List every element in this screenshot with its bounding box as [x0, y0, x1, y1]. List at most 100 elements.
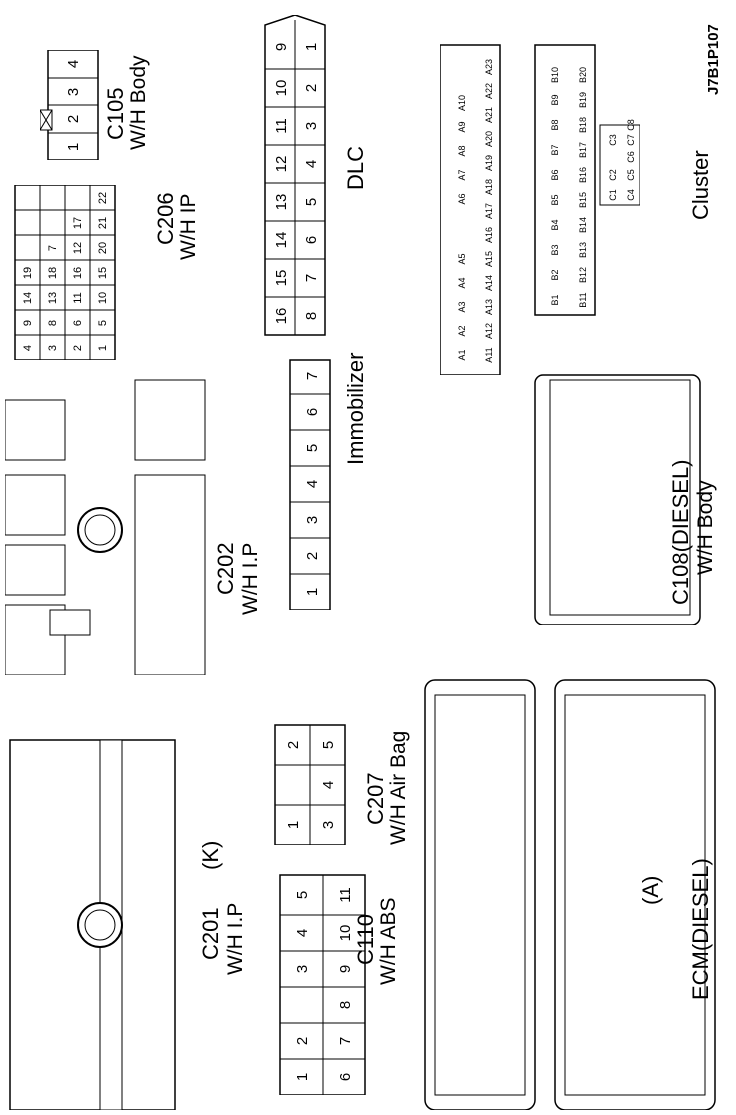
svg-text:13: 13 — [273, 194, 290, 211]
svg-text:A12: A12 — [484, 323, 494, 339]
immobilizer-name: Immobilizer — [343, 352, 368, 465]
svg-text:B10: B10 — [550, 67, 560, 83]
c207-harness: W/H Air Bag — [387, 730, 410, 845]
svg-text:8: 8 — [47, 320, 59, 326]
svg-text:C6: C6 — [626, 151, 636, 163]
c202-harness: W/H I.P — [239, 542, 262, 615]
cluster-name: Cluster — [688, 150, 713, 220]
svg-text:6: 6 — [303, 236, 320, 244]
svg-text:B2: B2 — [550, 269, 560, 280]
svg-text:1: 1 — [304, 588, 321, 596]
svg-text:4: 4 — [22, 345, 34, 351]
svg-text:A6: A6 — [457, 193, 467, 204]
svg-text:B15: B15 — [578, 192, 588, 208]
svg-text:2: 2 — [285, 741, 302, 749]
svg-text:B6: B6 — [550, 169, 560, 180]
svg-text:2: 2 — [304, 552, 321, 560]
svg-text:6: 6 — [72, 320, 84, 326]
svg-text:B3: B3 — [550, 244, 560, 255]
svg-text:1: 1 — [65, 143, 82, 151]
c207-name: C207 — [363, 772, 388, 825]
svg-text:1: 1 — [294, 1073, 311, 1081]
svg-text:2: 2 — [303, 84, 320, 92]
svg-text:15: 15 — [97, 267, 109, 279]
svg-text:7: 7 — [337, 1037, 354, 1045]
svg-text:B1: B1 — [550, 294, 560, 305]
svg-text:B20: B20 — [578, 67, 588, 83]
svg-text:2: 2 — [294, 1037, 311, 1045]
figure-ref: J7B1P107 — [705, 24, 722, 95]
svg-text:C8: C8 — [626, 119, 636, 131]
svg-text:7: 7 — [47, 245, 59, 251]
svg-text:15: 15 — [273, 270, 290, 287]
svg-text:1: 1 — [285, 821, 302, 829]
svg-text:16: 16 — [72, 267, 84, 279]
svg-text:A8: A8 — [457, 145, 467, 156]
svg-text:12: 12 — [72, 242, 84, 254]
ecm-a-label: (A) — [638, 875, 663, 905]
svg-text:11: 11 — [273, 118, 290, 134]
svg-text:18: 18 — [47, 267, 59, 279]
svg-text:11: 11 — [72, 292, 84, 303]
svg-text:9: 9 — [273, 43, 290, 51]
svg-text:B18: B18 — [578, 117, 588, 133]
svg-text:B16: B16 — [578, 167, 588, 183]
svg-text:5: 5 — [97, 320, 109, 326]
svg-text:6: 6 — [337, 1073, 354, 1081]
svg-text:A23: A23 — [484, 59, 494, 75]
svg-text:4: 4 — [294, 929, 311, 937]
c201-name: C201 — [198, 907, 223, 960]
svg-text:A19: A19 — [484, 155, 494, 171]
c108-harness: W/H Body — [694, 480, 717, 575]
svg-text:14: 14 — [22, 292, 34, 304]
svg-text:B12: B12 — [578, 267, 588, 283]
c108-connector — [534, 374, 701, 625]
svg-text:4: 4 — [65, 60, 82, 68]
svg-text:B9: B9 — [550, 94, 560, 105]
svg-text:8: 8 — [303, 312, 320, 320]
c201-connector — [9, 739, 176, 1110]
svg-text:3: 3 — [294, 965, 311, 973]
svg-text:A3: A3 — [457, 301, 467, 312]
svg-text:C1: C1 — [608, 189, 618, 201]
c110-harness: W/H ABS — [377, 897, 400, 985]
svg-text:A10: A10 — [457, 95, 467, 111]
c201-harness: W/H I.P — [224, 902, 247, 975]
svg-text:A18: A18 — [484, 179, 494, 195]
svg-text:B14: B14 — [578, 217, 588, 233]
c202-connector — [5, 379, 206, 675]
svg-text:A14: A14 — [484, 275, 494, 291]
svg-text:3: 3 — [303, 122, 320, 130]
ecm-k-label: (K) — [198, 840, 223, 870]
svg-text:5: 5 — [304, 444, 321, 452]
c105-name: C105 — [103, 87, 128, 140]
dlc-name: DLC — [343, 145, 368, 190]
svg-text:A2: A2 — [457, 325, 467, 336]
c105-connector: 12 34 — [40, 50, 99, 160]
svg-text:B8: B8 — [550, 119, 560, 130]
svg-text:C3: C3 — [608, 134, 618, 146]
svg-text:A4: A4 — [457, 277, 467, 288]
c202-name: C202 — [213, 542, 238, 595]
svg-text:C2: C2 — [608, 169, 618, 181]
svg-text:B5: B5 — [550, 194, 560, 205]
c110-name: C110 — [353, 914, 378, 965]
svg-text:A15: A15 — [484, 251, 494, 267]
svg-text:10: 10 — [273, 80, 290, 97]
svg-text:A7: A7 — [457, 169, 467, 180]
svg-text:A22: A22 — [484, 83, 494, 99]
svg-text:A21: A21 — [484, 107, 494, 123]
svg-text:B17: B17 — [578, 142, 588, 158]
svg-text:4: 4 — [303, 160, 320, 168]
svg-text:20: 20 — [97, 242, 109, 254]
svg-text:10: 10 — [337, 925, 354, 942]
svg-text:13: 13 — [47, 292, 59, 304]
svg-text:B19: B19 — [578, 92, 588, 108]
